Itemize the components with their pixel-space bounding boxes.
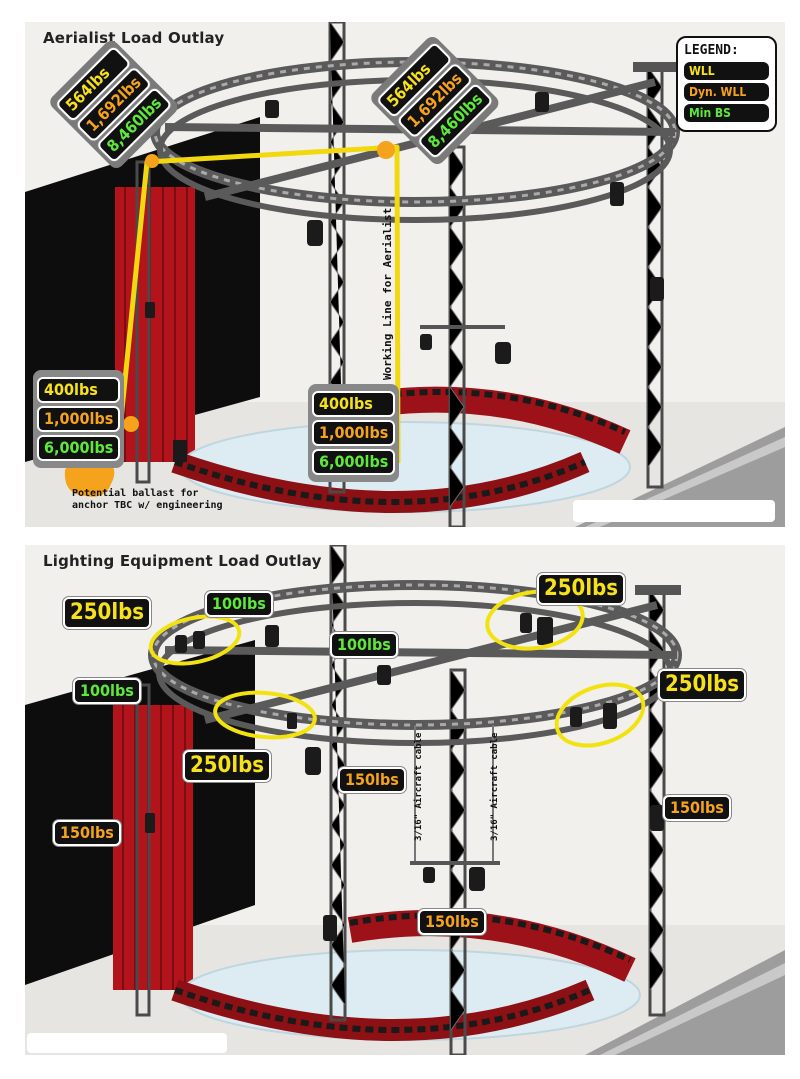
rating-dyn-wll: 1,000lbs (37, 406, 121, 432)
load-top-left-250: 250lbs (63, 597, 152, 629)
working-line-label: Working Line for Aerialist (381, 207, 394, 380)
blank-panel (573, 500, 775, 522)
load-center-150: 150lbs (338, 767, 406, 793)
aerialist-load-panel: Aerialist Load Outlay LEGEND: WLL Dyn. W… (25, 22, 785, 527)
right-anchor-ratings: 400lbs 1,000lbs 6,000lbs (308, 384, 400, 482)
load-top-100: 100lbs (205, 591, 273, 617)
ballast-note: Potential ballast for anchor TBC w/ engi… (72, 488, 223, 511)
load-top-right-250: 250lbs (537, 573, 626, 605)
lighting-load-panel: Lighting Equipment Load Outlay 250lbs 10… (25, 545, 785, 1055)
legend-min-bs: Min BS (684, 104, 769, 122)
aircraft-cable-label-1: 3/16" Aircraft cable (414, 732, 424, 841)
load-left-150: 150lbs (53, 820, 121, 846)
highlight-circles (148, 589, 646, 748)
legend: LEGEND: WLL Dyn. WLL Min BS (676, 36, 777, 132)
rating-min-bs: 6,000lbs (312, 449, 396, 475)
rating-wll: 400lbs (312, 391, 396, 417)
legend-title: LEGEND: (684, 43, 739, 58)
legend-dyn-wll: Dyn. WLL (684, 83, 769, 101)
ballast-note-line2: anchor TBC w/ engineering (72, 499, 223, 511)
load-front-250: 250lbs (183, 750, 272, 782)
load-left-100: 100lbs (73, 678, 141, 704)
rating-min-bs: 6,000lbs (37, 435, 121, 461)
load-right-250: 250lbs (658, 669, 747, 701)
load-bottom-150: 150lbs (418, 909, 486, 935)
panel-title: Lighting Equipment Load Outlay (43, 552, 322, 570)
legend-wll: WLL (684, 62, 769, 80)
lighting-rig-illustration (25, 545, 785, 1055)
blank-panel (27, 1033, 227, 1053)
rating-wll: 400lbs (37, 377, 121, 403)
working-line (118, 144, 401, 464)
load-right-150: 150lbs (663, 795, 731, 821)
rating-dyn-wll: 1,000lbs (312, 420, 396, 446)
ballast-note-line1: Potential ballast for (72, 488, 199, 499)
aircraft-cable-label-2: 3/16" Aircraft cable (490, 732, 500, 841)
left-anchor-ratings: 400lbs 1,000lbs 6,000lbs (33, 370, 125, 468)
load-center-100: 100lbs (330, 632, 398, 658)
panel-title: Aerialist Load Outlay (43, 29, 225, 47)
